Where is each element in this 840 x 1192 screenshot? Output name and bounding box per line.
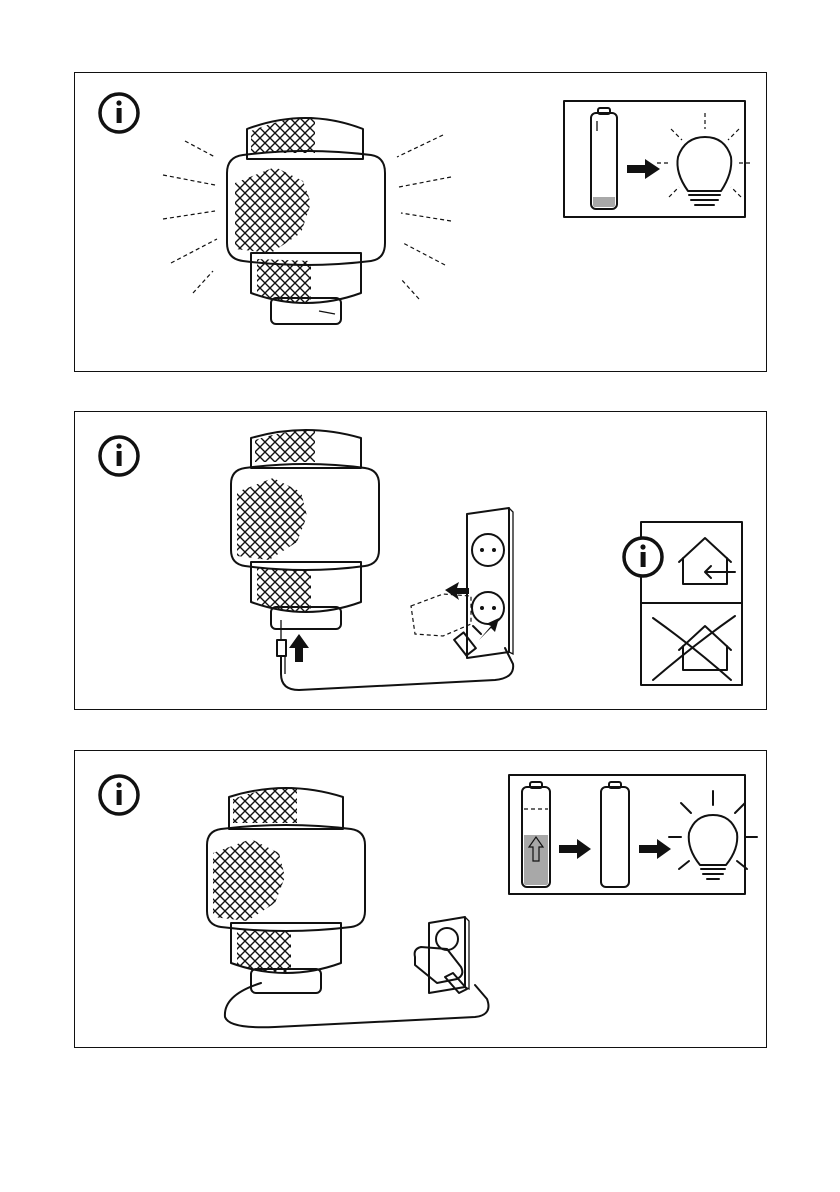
outdoor-house-crossed-icon [653, 616, 735, 680]
wall-socket-icon [411, 508, 513, 658]
lamp-shade-illustration [207, 787, 365, 993]
arrow-right-icon [627, 159, 660, 179]
lamp-shade-illustration [227, 117, 385, 324]
indoor-outdoor-box [624, 522, 742, 685]
lamp-shade-illustration [231, 430, 379, 629]
panel-3-art [75, 751, 768, 1049]
info-icon [100, 437, 138, 475]
battery-to-light-box [564, 101, 753, 217]
indoor-house-icon [679, 538, 735, 584]
battery-full-icon [601, 782, 629, 887]
info-icon [100, 776, 138, 814]
battery-low-icon [591, 108, 617, 209]
panel-lamp-lit [74, 72, 767, 372]
arrow-right-icon [639, 839, 671, 859]
info-icon [624, 538, 662, 576]
panel-battery-charged [74, 750, 767, 1048]
info-icon [100, 94, 138, 132]
arrow-right-icon [559, 839, 591, 859]
battery-charging-icon [522, 782, 550, 887]
battery-charge-box [509, 775, 757, 894]
light-bulb-icon [669, 791, 757, 879]
panel-charging [74, 411, 767, 710]
panel-1-art [75, 73, 768, 373]
panel-2-art [75, 412, 768, 711]
light-bulb-icon [657, 113, 753, 205]
